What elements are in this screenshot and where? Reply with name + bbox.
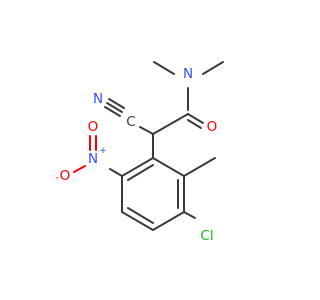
bond-CN-b [108,98,125,109]
bond-carbonylC-alphaC [152,113,189,135]
bond-ring-nitroN [109,168,123,177]
bond-ring-Cl [183,211,196,219]
ring-bond-4-inner [127,207,154,224]
nitrile-carbon-label: C [126,114,135,130]
molecule-canvas: N O N C N + O O - Cl [55,61,224,244]
bond-ring-methyl [183,157,216,177]
nitrile-nitrogen-label: N [93,91,103,107]
bond-methyl1-N [153,61,175,75]
ring-bond-3 [152,211,185,231]
ring-bond-1 [152,157,185,177]
bond-nitro-O-bottom [73,165,86,173]
nitro-oxygen-bottom-label: O [60,168,71,184]
ring-bond-6 [121,157,154,177]
nitro-nitrogen-label: N [88,151,98,167]
ring-bond-6-inner [127,164,154,181]
bond-CO-a [187,113,204,124]
molecule-structure: N O N C N + O O - Cl [55,61,224,244]
bond-CN-c [104,106,121,117]
amide-nitrogen-label: N [183,66,193,82]
bond-N-methyl2 [202,61,224,75]
chlorine-label: Cl [200,228,213,244]
bond-alphaC-nitrileC [139,126,154,135]
bond-CN-a [106,102,123,113]
ring-bond-4 [121,211,154,231]
nitro-nitrogen-charge: + [99,146,107,156]
amide-oxygen-label: O [207,119,218,135]
nitro-oxygen-charge: - [55,173,58,183]
bond-CO-b [187,119,202,129]
nitro-oxygen-top-label: O [88,119,99,135]
